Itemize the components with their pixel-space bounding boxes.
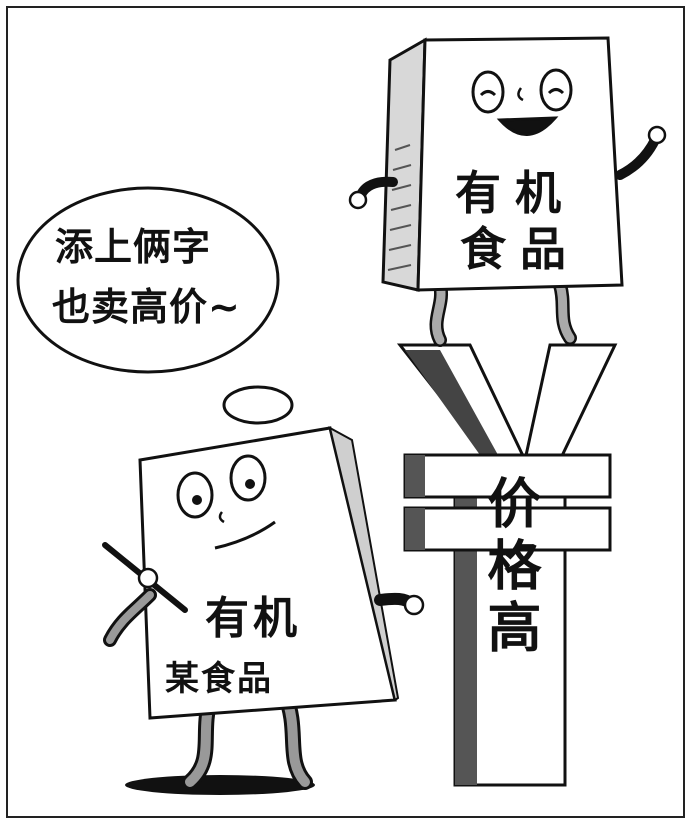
top-bag-legs	[429, 278, 577, 347]
yuan-sign-label: 价格高	[478, 475, 541, 661]
bottom-bag-label-line-2: 某食品	[165, 659, 273, 699]
top-bag	[348, 36, 667, 292]
speech-bubble-line-1: 添上俩字	[55, 225, 212, 269]
bottom-bag-label-line-1: 有机	[205, 593, 301, 644]
thought-dot-large	[222, 385, 294, 425]
top-bag-label-line-2: 食品	[460, 222, 580, 276]
speech-bubble-line-2: 也卖高价~	[52, 285, 241, 329]
speech-bubble	[16, 186, 294, 425]
bottom-bag	[102, 426, 425, 720]
top-bag-label-line-1: 有机	[455, 166, 575, 220]
yuan-sign	[396, 343, 618, 787]
